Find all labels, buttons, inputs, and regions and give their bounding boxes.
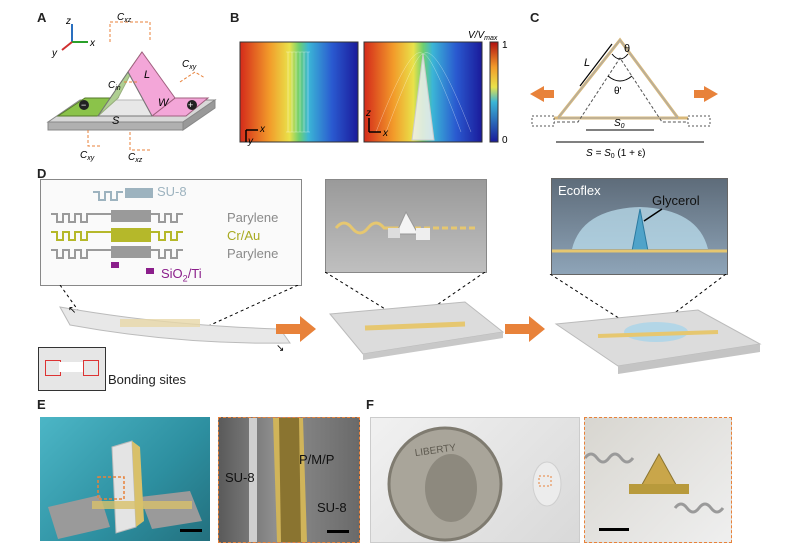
photo-with-coin: LIBERTY — [370, 417, 580, 543]
label-W: W — [158, 97, 170, 109]
scale-bar-e1 — [180, 529, 202, 532]
label-S: S — [112, 115, 120, 127]
label-cxz-top: Cxz — [117, 12, 132, 24]
zoom-box-e — [97, 476, 125, 500]
scale-bar-e2 — [327, 530, 349, 533]
scale-bar-f — [599, 528, 629, 531]
label-L: L — [144, 69, 150, 81]
b-right-x: x — [382, 128, 389, 139]
layer-label-su8: SU-8 — [157, 184, 187, 199]
colorbar-title: V/Vmax — [468, 30, 498, 42]
stretched-substrate: ↖ ↘ — [59, 285, 299, 354]
panel-letter-b: B — [230, 10, 240, 25]
layer-label-crau: Cr/Au — [227, 228, 261, 243]
label-cxy-bot: Cxy — [80, 150, 95, 162]
middle-substrate — [325, 272, 505, 360]
c-arrow-left — [530, 86, 544, 102]
panel-a-schematic: z x y − + Cxz Cxy Cin L W S Cxy Cxz — [46, 12, 217, 162]
colorbar-min: 0 — [502, 135, 508, 146]
axis-x-label: x — [89, 38, 96, 49]
b-left-x: x — [259, 124, 266, 135]
layer-label-sio2: SiO2/Ti — [161, 266, 202, 284]
label-cin: Cin — [108, 80, 121, 92]
process-arrow-2 — [505, 316, 545, 342]
plus-sign: + — [188, 100, 193, 110]
c-theta: θ — [624, 43, 630, 55]
sem-image-overview — [40, 417, 210, 541]
right-substrate — [549, 274, 762, 374]
b-right-z: z — [365, 108, 371, 119]
e-label-pmp: P/M/P — [299, 452, 335, 467]
bonding-sites-inset — [38, 347, 106, 391]
svg-text:↖: ↖ — [68, 305, 76, 316]
b-left-y: y — [247, 136, 254, 147]
axis-y-label: y — [51, 48, 58, 59]
panel-letter-c: C — [530, 10, 540, 25]
folded-structure-zoom — [325, 179, 487, 273]
e-label-su8-right: SU-8 — [317, 500, 347, 515]
encapsulated-zoom: Ecoflex Glycerol — [551, 178, 728, 275]
label-cxy-top: Cxy — [182, 59, 197, 71]
layer-stack-box: SU-8 Parylene Cr/Au Parylene SiO2/Ti — [40, 179, 302, 286]
glycerol-label: Glycerol — [652, 193, 700, 208]
c-L: L — [584, 57, 590, 69]
panel-letter-f: F — [366, 397, 374, 412]
panel-letter-a: A — [37, 10, 47, 25]
minus-sign: − — [81, 100, 86, 110]
sem-image-zoom: SU-8 P/M/P SU-8 — [218, 417, 360, 543]
axis-z-label: z — [65, 16, 71, 27]
c-s0: S0 — [614, 118, 625, 130]
c-equation: S = S0 (1 + ε) — [586, 148, 646, 160]
panel-letter-e: E — [37, 397, 46, 412]
label-cxz-bot: Cxz — [128, 152, 143, 162]
zoom-box-f — [538, 475, 552, 487]
process-arrow-1 — [276, 316, 316, 342]
bonding-sites-label: Bonding sites — [108, 372, 187, 387]
axis-triad-a — [61, 24, 88, 51]
layer-label-parylene-top: Parylene — [227, 210, 279, 225]
photo-zoom-device — [584, 417, 732, 543]
c-theta-prime: θ' — [614, 86, 622, 97]
panel-b-field-maps: x y z x V/Vmax 1 0 — [239, 30, 508, 147]
layer-stack-drawing — [51, 188, 183, 274]
layer-label-parylene-bottom: Parylene — [227, 246, 279, 261]
ecoflex-label: Ecoflex — [558, 183, 601, 198]
panel-letter-d: D — [37, 166, 47, 181]
panel-c-geometry: L θ θ' S0 S = S0 (1 + ε) — [530, 37, 718, 160]
c-arrow-right — [704, 86, 718, 102]
svg-text:↘: ↘ — [276, 343, 284, 354]
colorbar — [489, 41, 499, 143]
e-label-su8-left: SU-8 — [225, 470, 255, 485]
colorbar-max: 1 — [502, 40, 508, 51]
